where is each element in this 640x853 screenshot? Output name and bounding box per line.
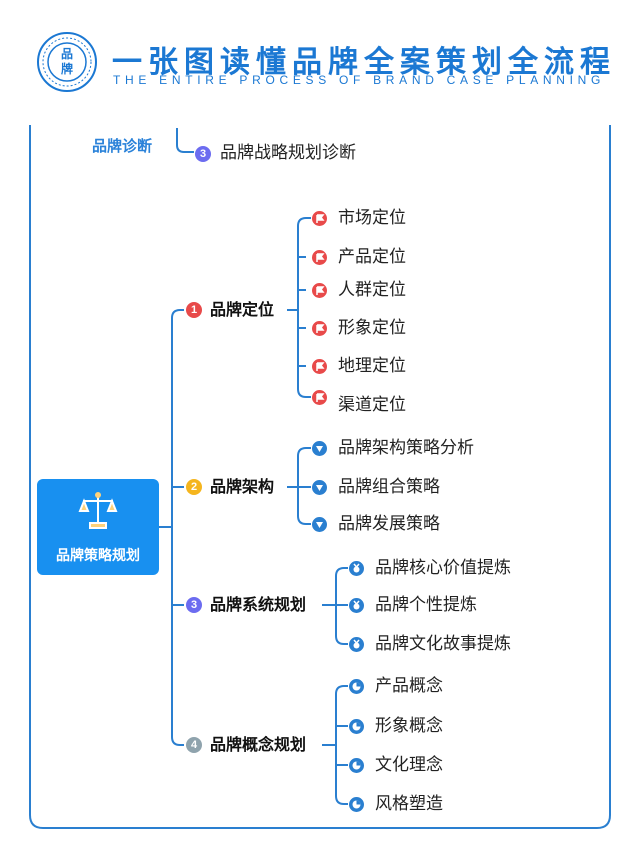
medal-icon bbox=[349, 598, 364, 613]
page-subtitle: THE ENTIRE PROCESS OF BRAND CASE PLANNIN… bbox=[113, 73, 606, 87]
flag-icon bbox=[312, 250, 327, 265]
flag-icon bbox=[312, 390, 327, 405]
diagnosis-item: 品牌战略规划诊断 bbox=[220, 143, 356, 163]
branch-1-child: 人群定位 bbox=[338, 280, 406, 300]
branch-4-number-badge: 4 bbox=[186, 737, 202, 753]
branch-1-child: 市场定位 bbox=[338, 208, 406, 228]
branch-2-label: 品牌架构 bbox=[210, 477, 275, 496]
branch-1-label: 品牌定位 bbox=[210, 300, 275, 319]
branch-4-child: 产品概念 bbox=[375, 676, 443, 696]
pie-chart-icon bbox=[349, 797, 364, 812]
scales-icon bbox=[78, 492, 118, 529]
diagnosis-number-badge: 3 bbox=[195, 146, 211, 162]
branch-3-child: 品牌文化故事提炼 bbox=[375, 634, 511, 654]
branch-2-child: 品牌架构策略分析 bbox=[338, 438, 474, 458]
pie-chart-icon bbox=[349, 719, 364, 734]
branch-4-child: 风格塑造 bbox=[375, 794, 443, 814]
shield-icon bbox=[312, 480, 327, 495]
flag-icon bbox=[312, 359, 327, 374]
branch-1-child: 产品定位 bbox=[338, 247, 406, 267]
branch-3-child: 品牌个性提炼 bbox=[375, 595, 477, 615]
header-logo: 品 牌 bbox=[36, 31, 98, 93]
shield-icon bbox=[312, 517, 327, 532]
branch-2-child: 品牌组合策略 bbox=[338, 477, 440, 497]
shield-icon bbox=[312, 441, 327, 456]
page-title: 一张图读懂品牌全案策划全流程 bbox=[112, 45, 616, 80]
flag-icon bbox=[312, 211, 327, 226]
logo-text-bottom: 牌 bbox=[60, 62, 73, 76]
branch-4-child: 形象概念 bbox=[375, 716, 443, 736]
branch-4-child: 文化理念 bbox=[375, 755, 443, 775]
branch-1-child: 形象定位 bbox=[338, 318, 406, 338]
pie-chart-icon bbox=[349, 679, 364, 694]
diagnosis-label: 品牌诊断 bbox=[92, 137, 153, 155]
flag-icon bbox=[312, 321, 327, 336]
pie-chart-icon bbox=[349, 758, 364, 773]
branch-4-label: 品牌概念规划 bbox=[210, 735, 307, 754]
branch-2-child: 品牌发展策略 bbox=[338, 514, 440, 534]
branch-1-child: 渠道定位 bbox=[338, 395, 406, 415]
branch-1-number-badge: 1 bbox=[186, 302, 202, 318]
root-label: 品牌策略规划 bbox=[56, 548, 140, 564]
branch-2-number-badge: 2 bbox=[186, 479, 202, 495]
branch-3-label: 品牌系统规划 bbox=[210, 595, 307, 614]
medal-icon bbox=[349, 561, 364, 576]
medal-icon bbox=[349, 637, 364, 652]
flag-icon bbox=[312, 283, 327, 298]
logo-text-top: 品 bbox=[60, 47, 73, 61]
branch-3-number-badge: 3 bbox=[186, 597, 202, 613]
branch-1-child: 地理定位 bbox=[338, 356, 406, 376]
logo-ring-icon bbox=[37, 32, 97, 92]
branch-3-child: 品牌核心价值提炼 bbox=[375, 558, 511, 578]
